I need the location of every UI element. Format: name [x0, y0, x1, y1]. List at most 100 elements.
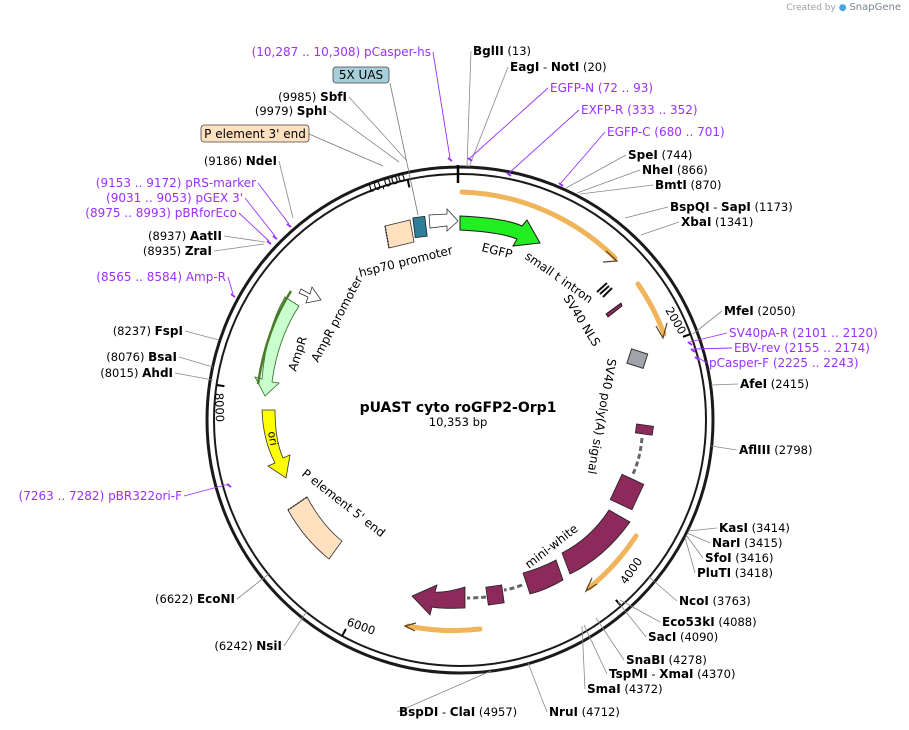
feature-ori-label: ori [265, 430, 280, 446]
primer-label[interactable]: (7263 .. 7282) pBR322ori-F [19, 489, 183, 503]
site-leader-line [684, 536, 696, 574]
restriction-site-label[interactable]: AflIII (2798) [739, 443, 812, 457]
scale-tick-label: 6000 [345, 615, 377, 638]
primer-binding-mark [687, 341, 693, 346]
site-leader-line [710, 445, 738, 451]
primer-leader-line [692, 347, 733, 350]
orf-arrow-sv40-head [655, 322, 668, 340]
primer-label[interactable]: (8565 .. 8584) Amp-R [96, 270, 226, 284]
feature-p-element-3-dots [384, 225, 390, 249]
site-leader-line [223, 235, 266, 243]
restriction-site-label[interactable]: (8237) FspI [113, 324, 183, 338]
feature-ampr-promoter [298, 286, 322, 304]
restriction-site-label[interactable]: BspDI - ClaI (4957) [399, 705, 517, 719]
site-leader-line [466, 50, 472, 168]
site-leader-line [687, 527, 718, 532]
primer-label[interactable]: EXFP-R (333 .. 352) [581, 103, 698, 117]
restriction-site-label[interactable]: (6242) NsiI [214, 639, 282, 653]
p3-leader [308, 133, 384, 167]
restriction-site-label[interactable]: AfeI (2415) [740, 377, 809, 391]
restriction-site-label[interactable]: PluTI (3418) [697, 566, 773, 580]
restriction-site-label[interactable]: (8015) AhdI [100, 366, 173, 380]
restriction-site-label[interactable]: (9186) NdeI [204, 154, 277, 168]
restriction-site-label[interactable]: BmtI (870) [655, 178, 721, 192]
restriction-site-label[interactable]: SacI (4090) [648, 630, 718, 644]
restriction-site-label[interactable]: (8937) AatII [148, 229, 222, 243]
site-leader-line [619, 599, 661, 623]
restriction-site-label[interactable]: BglII (13) [473, 44, 531, 58]
primer-binding-mark [447, 157, 453, 162]
orf-arrow-mini-white-2 [405, 623, 483, 634]
primer-binding-mark [266, 240, 272, 245]
mini-white-intron-dash-2 [503, 583, 523, 592]
feature-p-element-5-dots [287, 496, 308, 511]
restriction-site-label[interactable]: KasI (3414) [719, 521, 790, 535]
site-leader-line [595, 617, 625, 661]
primer-binding-mark [506, 172, 512, 177]
primer-binding-mark [286, 223, 292, 228]
restriction-site-label[interactable]: NheI (866) [642, 163, 708, 177]
restriction-site-label[interactable]: NcoI (3763) [679, 594, 751, 608]
restriction-site-label[interactable]: (8935) ZraI [143, 244, 212, 258]
feature-small-t-intron [596, 282, 613, 298]
primer-label[interactable]: (8975 .. 8993) pBRforEco [85, 206, 237, 220]
restriction-site-label[interactable]: NarI (3415) [712, 536, 782, 550]
primer-leader-line [560, 131, 606, 184]
primer-leader-line [432, 51, 451, 159]
primer-label[interactable]: EBV-rev (2155 .. 2174) [734, 341, 870, 355]
primer-label[interactable]: SV40pA-R (2101 .. 2120) [729, 326, 878, 340]
site-leader-line [527, 662, 548, 713]
primer-label[interactable]: EGFP-N (72 .. 93) [550, 81, 653, 95]
restriction-site-label[interactable]: Eco53kI (4088) [662, 615, 757, 629]
feature-sv40-polya-label: SV40 poly(A) signal [585, 357, 619, 475]
restriction-site-label[interactable]: SfoI (3416) [705, 551, 773, 565]
primer-label[interactable]: (9153 .. 9172) pRS-marker [96, 176, 256, 190]
restriction-site-label[interactable]: (9979) SphI [255, 104, 327, 118]
restriction-site-label[interactable]: XbaI (1341) [681, 215, 753, 229]
site-leader-line [686, 532, 711, 544]
primer-binding-mark [694, 356, 700, 361]
restriction-site-label[interactable]: SmaI (4372) [587, 682, 663, 696]
site-leader-line [692, 310, 723, 335]
restriction-site-label[interactable]: TspMI - XmaI (4370) [609, 667, 735, 681]
site-leader-line [565, 154, 627, 189]
primer-label[interactable]: EGFP-C (680 .. 701) [607, 125, 725, 139]
restriction-site-label[interactable]: SnaBI (4278) [626, 653, 707, 667]
site-leader-line [178, 356, 214, 368]
primer-binding-mark [226, 483, 232, 488]
restriction-site-label[interactable]: SpeI (744) [628, 148, 692, 162]
scale-tick [682, 333, 691, 338]
restriction-site-label[interactable]: EagI - NotI (20) [510, 60, 607, 74]
uas-leader [389, 82, 419, 216]
orf-arrow-mini-white-1 [586, 533, 639, 591]
restriction-site-label[interactable]: (8076) BsaI [106, 350, 177, 364]
primer-label[interactable]: (10,287 .. 10,308) pCasper-hs [252, 45, 431, 59]
site-leader-line [396, 670, 492, 713]
restriction-site-label[interactable]: MfeI (2050) [724, 304, 796, 318]
snapgene-logo-icon: ● [838, 3, 847, 13]
restriction-site-label[interactable]: (6622) EcoNI [155, 592, 235, 606]
site-leader-line [581, 625, 586, 690]
feature-small-t-intron-label: small t intron [522, 249, 595, 306]
primer-binding-mark [558, 182, 564, 187]
feature-uas-label: 5X UAS [339, 68, 383, 82]
primer-label[interactable]: (9031 .. 9053) pGEX 3' [106, 191, 243, 205]
primer-label[interactable]: pCasper-F (2225 .. 2243) [709, 356, 859, 370]
mini-white-exon-5 [485, 584, 505, 606]
feature-p-element-3-box [200, 124, 310, 143]
primer-leader-line [689, 332, 728, 343]
site-leader-line [213, 243, 265, 252]
snapgene-credit: Created by ● SnapGene [786, 2, 901, 13]
credit-brand: SnapGene [849, 2, 901, 13]
site-and-primer-labels: BglII (13) EagI - NotI (20) SpeI (744)NheI… [19, 44, 878, 719]
primer-binding-mark [467, 157, 473, 162]
primer-leader-line [227, 276, 234, 295]
site-leader-line [617, 601, 647, 638]
restriction-site-label[interactable]: BspQI - SapI (1173) [670, 200, 793, 214]
restriction-site-label[interactable]: NruI (4712) [549, 705, 620, 719]
feature-sv40-nls [605, 302, 623, 318]
feature-hsp70-promoter-block [428, 207, 459, 232]
site-leader-line [685, 534, 704, 559]
restriction-site-label[interactable]: (9985) SbfI [278, 90, 347, 104]
